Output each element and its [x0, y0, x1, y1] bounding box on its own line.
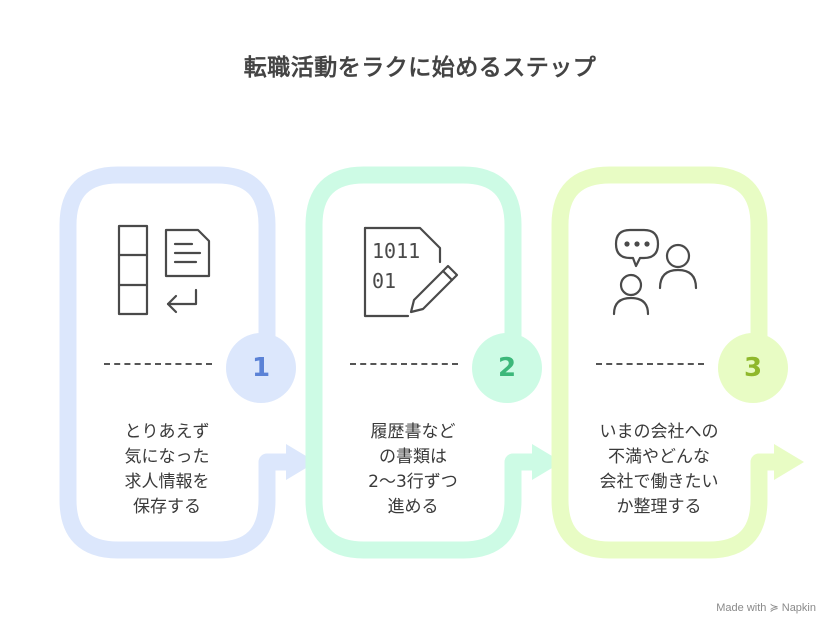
- step-2-line: 2〜3行ずつ: [368, 472, 458, 492]
- step-3-line: か整理する: [616, 497, 702, 517]
- step-3-line: 不満やどんな: [608, 447, 710, 467]
- step-2-line: の書類は: [379, 447, 447, 467]
- diagram-title: 転職活動をラクに始めるステップ: [243, 55, 597, 81]
- step-2-frame: [305, 166, 562, 559]
- step-3-frame-path: [551, 166, 785, 559]
- step-3-line: いまの会社への: [599, 422, 719, 442]
- step-3-number: 3: [743, 353, 763, 383]
- step-1-number: 1: [251, 353, 271, 383]
- step-2-arrow-head: [532, 444, 562, 480]
- step-2-description: 履歴書など の書類は 2〜3行ずつ 進める: [338, 420, 488, 520]
- step-1-number-badge: 1: [226, 333, 296, 403]
- step-1-frame: [59, 166, 316, 559]
- step-2-line: 進める: [387, 497, 439, 517]
- step-3-arrow-head: [774, 444, 804, 480]
- people-conversation-icon: [612, 228, 698, 316]
- step-2-frame-path: [305, 166, 543, 559]
- step-1-description: とりあえず 気になった 求人情報を 保存する: [92, 420, 242, 520]
- step-1-line: 保存する: [133, 497, 201, 517]
- step-2-number: 2: [497, 353, 517, 383]
- step-1-arrow-head: [286, 444, 316, 480]
- svg-text:01: 01: [372, 269, 396, 293]
- step-1-frame-path: [59, 166, 297, 559]
- watermark-brand: Napkin: [781, 602, 816, 614]
- step-2-divider: [350, 363, 458, 365]
- step-1-line: 求人情報を: [124, 472, 210, 492]
- step-1-divider: [104, 363, 212, 365]
- step-1-line: とりあえず: [124, 422, 210, 442]
- step-3-frame: [551, 166, 804, 559]
- watermark-prefix: Made with: [716, 602, 767, 614]
- napkin-watermark[interactable]: Made with ≽ Napkin: [716, 601, 816, 614]
- napkin-logo-icon: ≽: [769, 602, 779, 614]
- list-save-icon: [117, 224, 211, 316]
- step-3-line: 会社で働きたい: [599, 472, 719, 492]
- step-2-number-badge: 2: [472, 333, 542, 403]
- step-1-line: 気になった: [124, 447, 210, 467]
- step-3-divider: [596, 363, 704, 365]
- step-2-line: 履歴書など: [370, 422, 456, 442]
- step-3-description: いまの会社への 不満やどんな 会社で働きたい か整理する: [584, 420, 734, 520]
- step-3-number-badge: 3: [718, 333, 788, 403]
- document-edit-icon: 1011 01: [363, 226, 459, 318]
- svg-text:1011: 1011: [372, 239, 420, 263]
